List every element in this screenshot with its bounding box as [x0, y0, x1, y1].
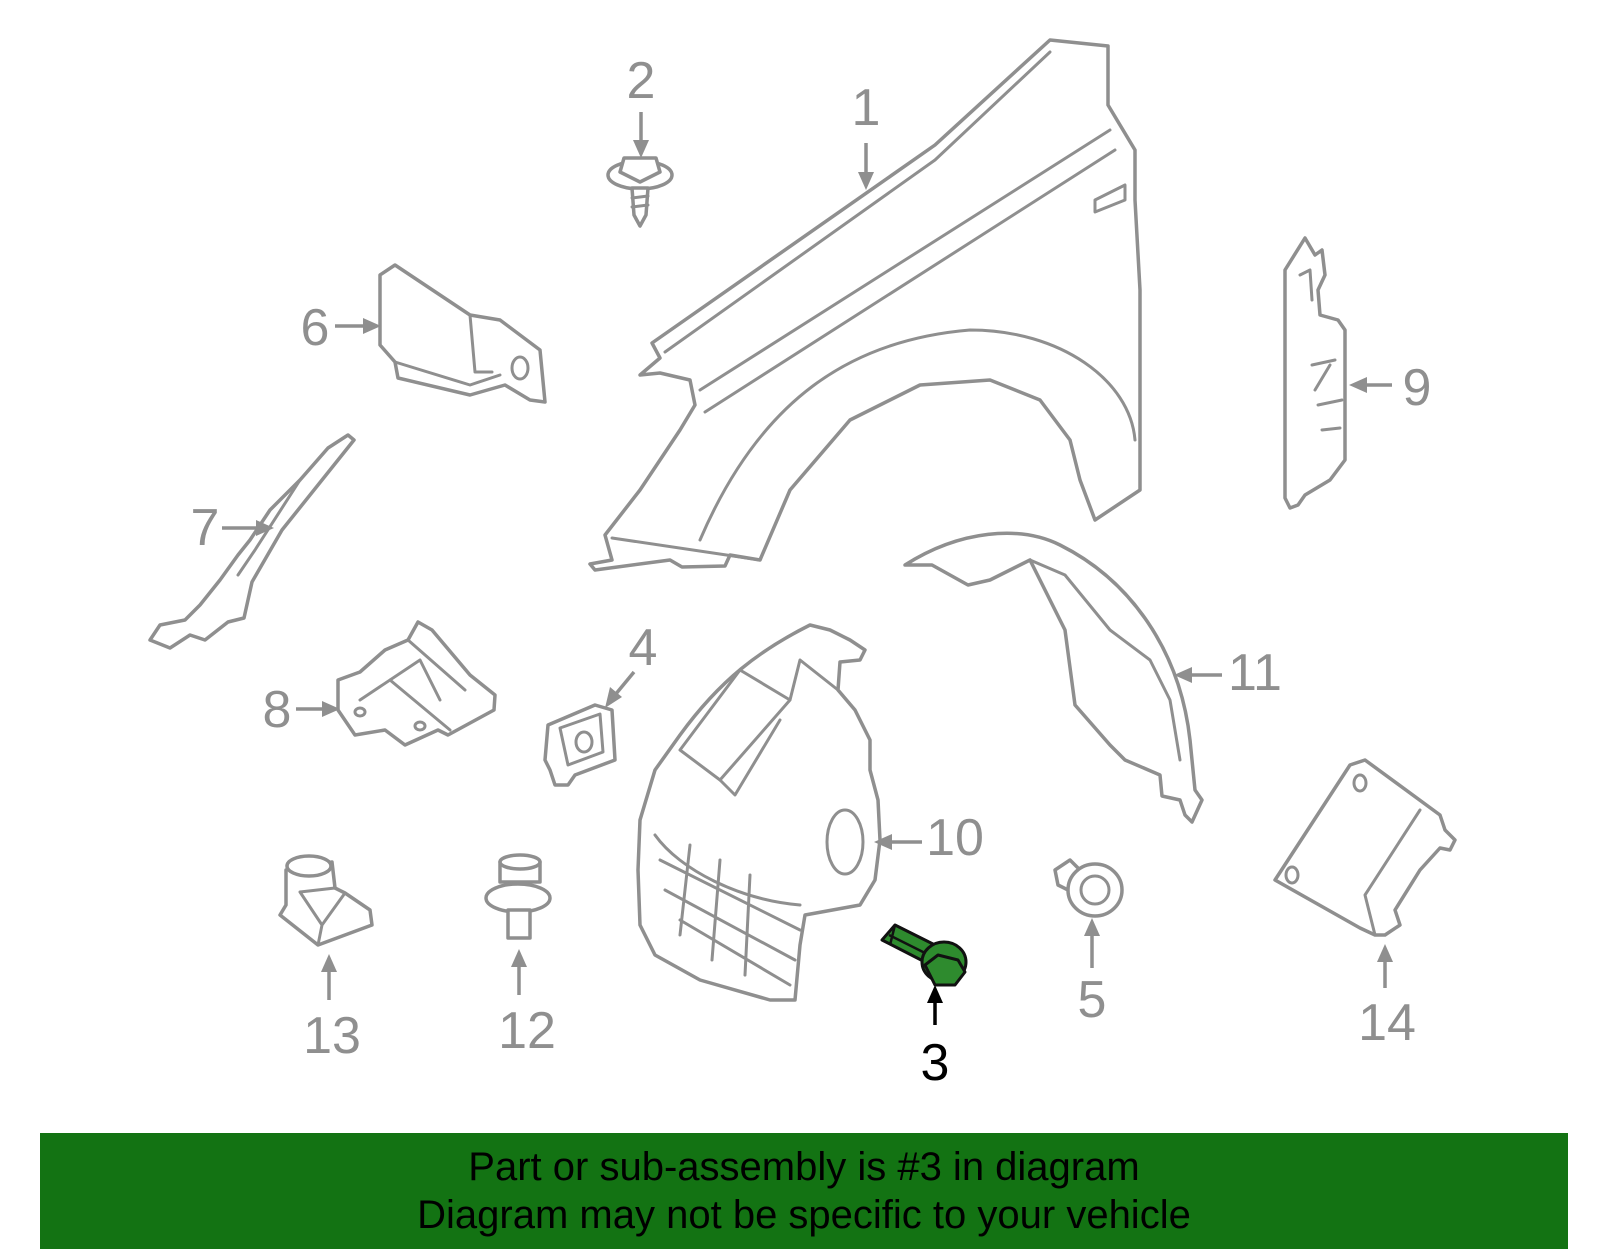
- svg-text:7: 7: [191, 499, 220, 557]
- info-banner: Part or sub-assembly is #3 in diagram Di…: [40, 1133, 1568, 1249]
- callout-3: 3: [921, 985, 950, 1092]
- svg-text:3: 3: [921, 1034, 950, 1092]
- svg-text:9: 9: [1403, 359, 1432, 417]
- svg-text:12: 12: [498, 1002, 556, 1060]
- callout-1: 1: [852, 79, 881, 190]
- part-11-liner[interactable]: [903, 531, 1204, 824]
- callout-14: 14: [1358, 944, 1416, 1052]
- svg-text:13: 13: [303, 1007, 361, 1065]
- callout-2: 2: [627, 52, 656, 158]
- part-2-screw[interactable]: [606, 156, 674, 228]
- part-8-bracket[interactable]: [336, 620, 497, 747]
- callout-13: 13: [303, 954, 361, 1065]
- banner-line-disclaimer: Diagram may not be specific to your vehi…: [417, 1193, 1191, 1237]
- part-3-bolt[interactable]: [880, 923, 968, 987]
- svg-text:14: 14: [1358, 994, 1416, 1052]
- part-13-bracket[interactable]: [278, 854, 374, 947]
- callout-12: 12: [498, 949, 556, 1060]
- callout-11: 11: [1174, 644, 1282, 702]
- svg-text:4: 4: [629, 619, 658, 677]
- callout-7: 7: [191, 499, 274, 557]
- callout-8: 8: [263, 681, 340, 739]
- callout-9: 9: [1349, 359, 1431, 417]
- callout-5: 5: [1078, 918, 1107, 1029]
- part-6-bracket[interactable]: [378, 263, 547, 404]
- svg-text:10: 10: [926, 809, 984, 867]
- svg-text:2: 2: [627, 52, 656, 110]
- svg-text:8: 8: [263, 681, 292, 739]
- part-14-panel[interactable]: [1273, 758, 1457, 937]
- part-1-fender[interactable]: [588, 38, 1142, 572]
- callout-10: 10: [874, 809, 984, 867]
- callout-4: 4: [605, 619, 657, 708]
- part-10-liner[interactable]: [636, 623, 882, 1002]
- svg-text:5: 5: [1078, 971, 1107, 1029]
- svg-text:6: 6: [301, 299, 330, 357]
- svg-text:11: 11: [1228, 644, 1282, 702]
- svg-text:1: 1: [852, 79, 881, 137]
- banner-line-part-number: Part or sub-assembly is #3 in diagram: [468, 1145, 1140, 1189]
- part-12-bolt[interactable]: [484, 853, 552, 940]
- part-5-clip[interactable]: [1053, 858, 1124, 918]
- part-4-clip[interactable]: [543, 703, 617, 787]
- part-7-bracket[interactable]: [148, 433, 356, 650]
- part-9-bracket[interactable]: [1283, 236, 1347, 510]
- callout-6: 6: [301, 299, 381, 357]
